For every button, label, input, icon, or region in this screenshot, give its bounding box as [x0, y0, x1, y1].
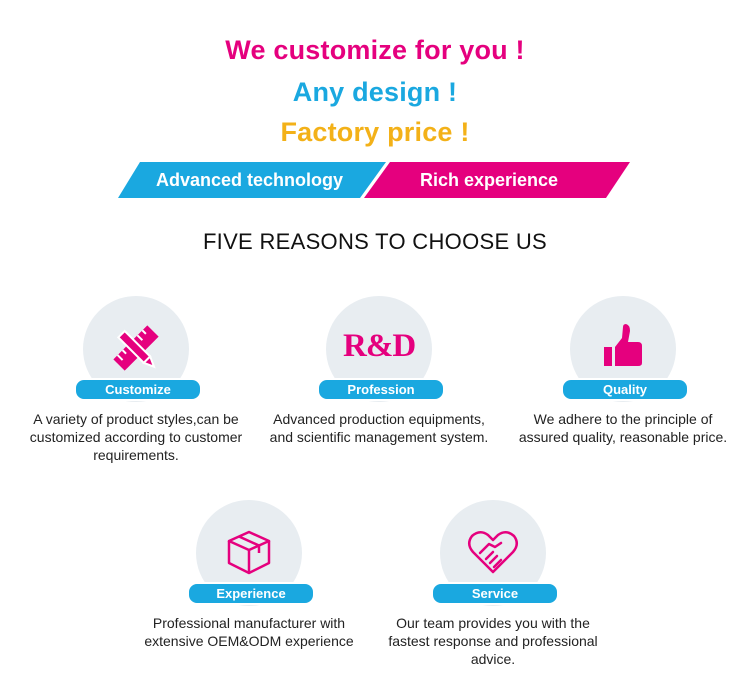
reason-label-customize: Customize: [74, 378, 202, 401]
rd-text-icon: R&D: [343, 328, 416, 364]
reason-text-quality: We adhere to the principle of assured qu…: [518, 411, 728, 445]
pencil-ruler-icon: [113, 325, 159, 371]
reason-label-experience: Experience: [187, 582, 315, 605]
reason-text-service: Our team provides you with the fastest r…: [388, 615, 598, 667]
section-title: FIVE REASONS TO CHOOSE US: [202, 229, 548, 254]
headline-customize: We customize for you !: [225, 35, 525, 65]
box-icon: [227, 530, 271, 575]
reason-card-experience: Experience Professional manufacturer wit…: [134, 500, 364, 680]
headline-factory-price: Factory price !: [280, 117, 470, 147]
reason-text-customize: A variety of product styles,can be custo…: [29, 411, 243, 463]
thumbs-up-icon: [604, 324, 642, 366]
reason-text-experience: Professional manufacturer with extensive…: [144, 615, 354, 649]
banner-label-experience: Rich experience: [420, 170, 559, 190]
reason-card-service: Service Our team provides you with the f…: [378, 500, 608, 680]
banner-right-shape: [364, 162, 630, 198]
banner-label-technology: Advanced technology: [156, 170, 344, 190]
reason-label-service: Service: [431, 582, 559, 605]
reason-card-profession: R&D Profession Advanced production equip…: [264, 296, 494, 476]
feature-banner: Advanced technology Rich experience: [118, 162, 630, 198]
reason-card-customize: Customize A variety of product styles,ca…: [21, 296, 251, 476]
banner-shapes: [118, 162, 630, 198]
reason-label-quality: Quality: [561, 378, 689, 401]
reason-label-profession: Profession: [317, 378, 445, 401]
reason-card-quality: Quality We adhere to the principle of as…: [508, 296, 738, 476]
heart-handshake-icon: [468, 531, 518, 574]
reason-text-profession: Advanced production equipments, and scie…: [269, 411, 489, 445]
banner-left-shape: [118, 162, 386, 198]
headline-any-design: Any design !: [292, 77, 458, 107]
